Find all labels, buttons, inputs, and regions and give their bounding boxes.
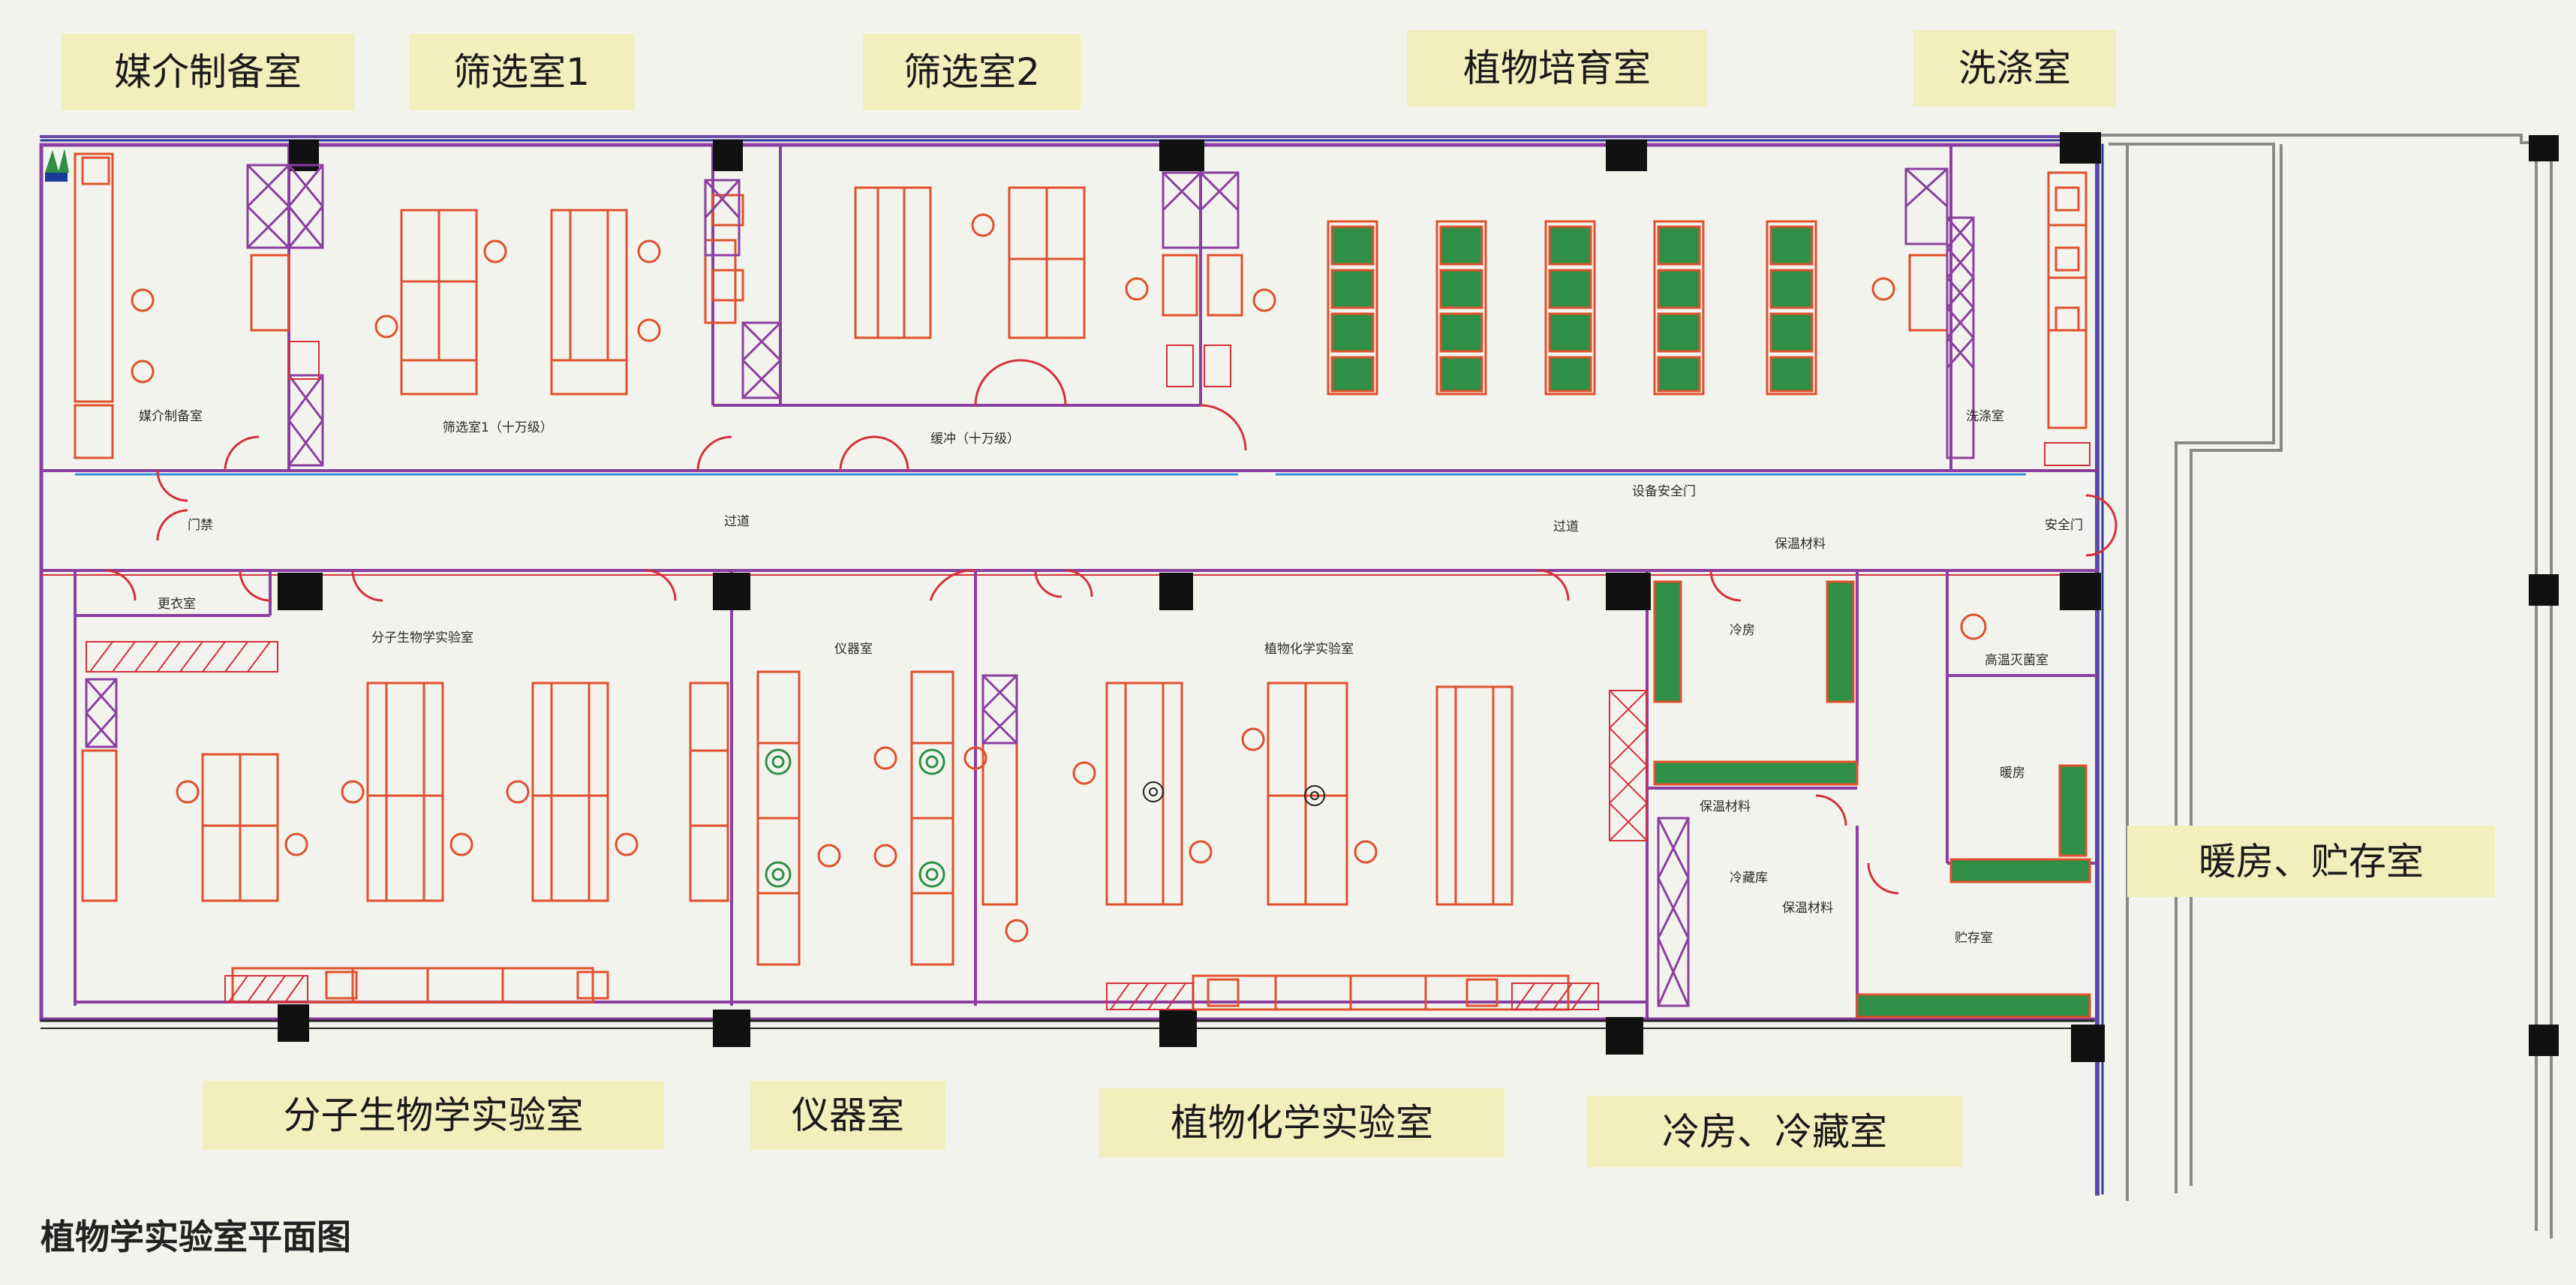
- plant-shelves: [1327, 220, 2091, 1019]
- plan-label-screening1: 筛选室1（十万级）: [443, 420, 553, 435]
- plan-label-corridor-left: 过道: [724, 514, 750, 529]
- plan-label-changing: 更衣室: [158, 597, 196, 612]
- benches: [74, 152, 2088, 1011]
- sticker-warm-storage: 暖房、贮存室: [2127, 826, 2495, 897]
- plan-label-door-lock: 门禁: [188, 518, 213, 533]
- corridor-walls: [41, 469, 2097, 576]
- plan-label-cold-storage: 冷藏库: [1730, 871, 1768, 886]
- plan-label-washing: 洗涤室: [1966, 409, 2004, 424]
- sticker-phytochem: 植物化学实验室: [1099, 1088, 1504, 1157]
- sticker-washing: 洗涤室: [1913, 30, 2116, 107]
- plan-label-autoclave: 高温灭菌室: [1985, 653, 2048, 668]
- plan-label-equip-safety-door: 设备安全门: [1632, 484, 1696, 499]
- plan-label-phytochem: 植物化学实验室: [1264, 642, 1354, 657]
- door-swings: [104, 359, 2118, 895]
- sticker-cold-rooms: 冷房、冷藏室: [1587, 1096, 1962, 1167]
- sticker-media-prep: 媒介制备室: [62, 34, 354, 110]
- plan-label-insulation-2: 保温材料: [1700, 799, 1751, 814]
- sticker-screening1: 筛选室1: [409, 34, 634, 110]
- sticker-instrument: 仪器室: [750, 1081, 945, 1150]
- plan-label-insulation-1: 保温材料: [1775, 537, 1826, 552]
- plan-label-corridor-right: 过道: [1553, 519, 1579, 534]
- plan-label-buffer: 缓冲（十万级）: [930, 432, 1020, 447]
- plan-label-safety-door: 安全门: [2045, 518, 2083, 533]
- plan-label-media-prep: 媒介制备室: [139, 409, 203, 424]
- fume-hoods: [765, 748, 945, 888]
- plan-label-cold-room: 冷房: [1730, 623, 1755, 638]
- bench-sinks: [1143, 781, 1325, 806]
- hatched-storage: [86, 341, 2091, 1010]
- plant-decoration-icon: [45, 149, 69, 182]
- sticker-plant-culture: 植物培育室: [1407, 30, 1707, 107]
- structural-columns: [278, 132, 2559, 1062]
- plan-label-molecular-bio: 分子生物学实验室: [371, 630, 473, 646]
- plan-label-instrument: 仪器室: [834, 642, 873, 657]
- plan-label-insulation-3: 保温材料: [1782, 901, 1833, 916]
- sticker-molecular-bio: 分子生物学实验室: [203, 1081, 664, 1150]
- plan-label-storage: 贮存室: [1955, 931, 1993, 946]
- plan-labels: 媒介制备室 筛选室1（十万级） 缓冲（十万级） 洗涤室 设备安全门 门禁 过道 …: [139, 409, 2083, 946]
- plan-label-warm-room: 暖房: [2000, 766, 2025, 781]
- cabinets: [85, 164, 1975, 1007]
- exterior-outline: [2094, 134, 2553, 1238]
- figure-title: 植物学实验室平面图: [41, 1217, 351, 1257]
- sticker-screening2: 筛选室2: [863, 34, 1081, 110]
